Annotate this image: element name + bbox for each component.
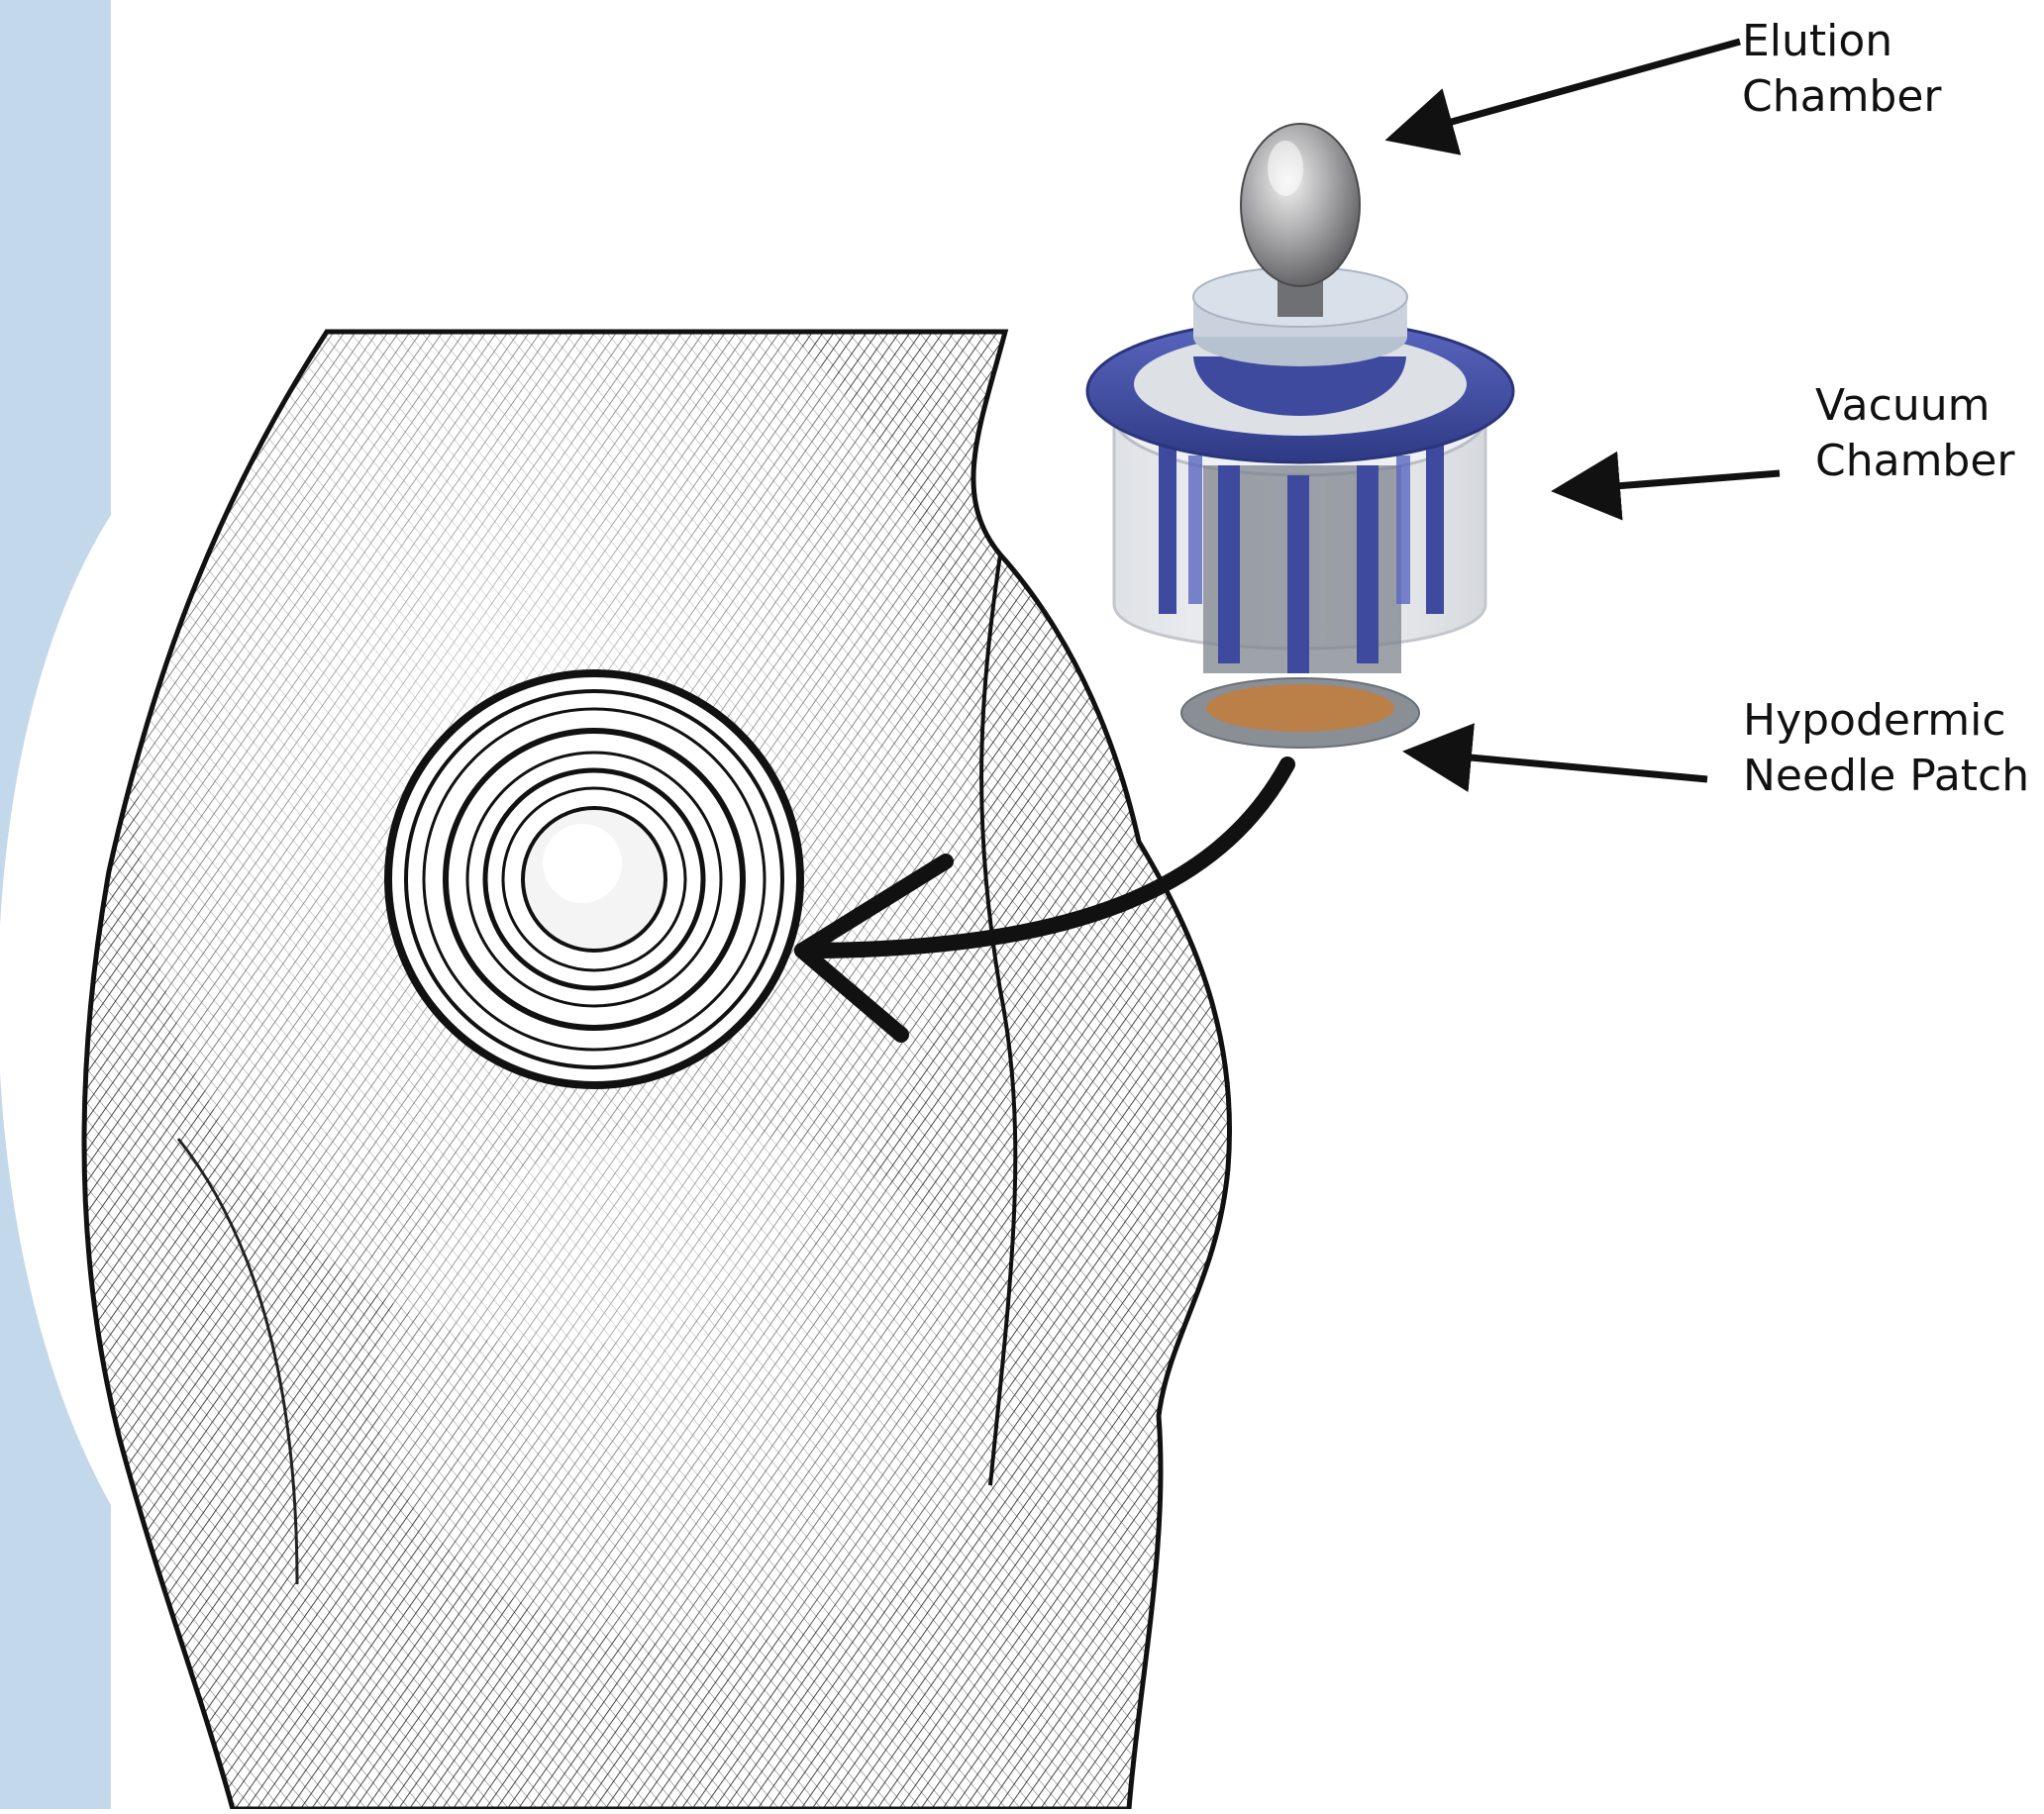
vacuum-label-line1: Vacuum: [1815, 380, 1990, 431]
hypodermic-label-line2: Needle Patch: [1743, 751, 2029, 801]
elution-label-line2: Chamber: [1742, 71, 1942, 122]
elution-label-line1: Elution: [1742, 16, 1892, 66]
hypodermic-label-line1: Hypodermic: [1743, 695, 2006, 746]
vacuum-label-line2: Chamber: [1815, 436, 2015, 486]
device-render: [1087, 124, 1513, 748]
skin-patch-rings: [388, 673, 800, 1085]
side-panel: [0, 0, 111, 1809]
arm-illustration: [84, 238, 1230, 1809]
